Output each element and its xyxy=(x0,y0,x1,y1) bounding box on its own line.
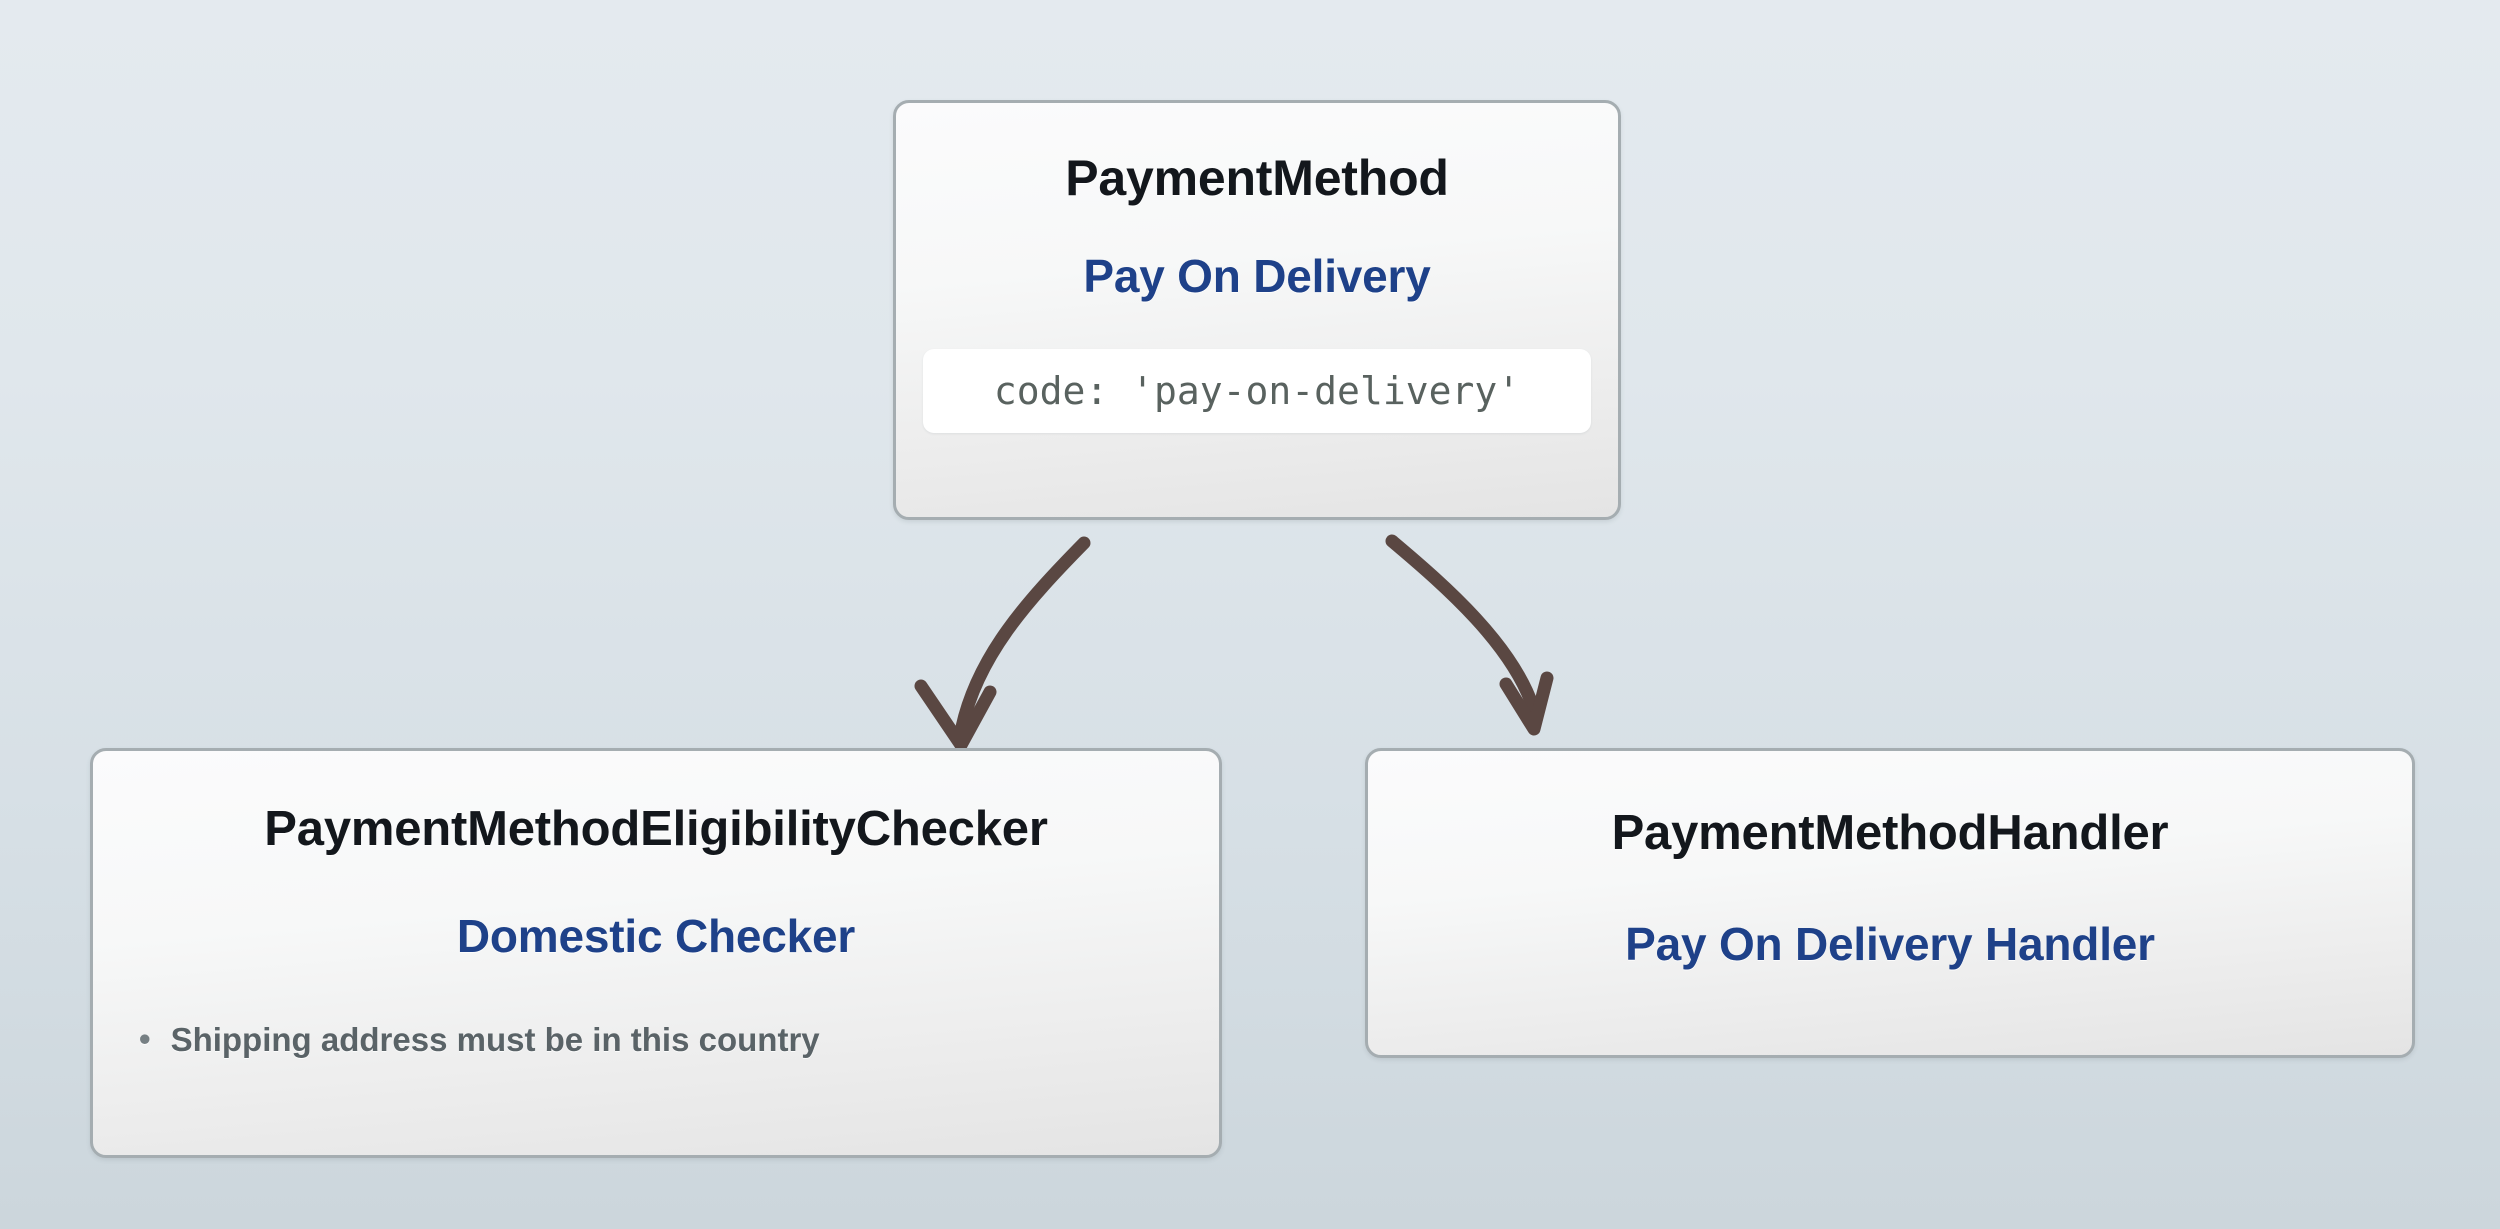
node-subtitle: Pay On Delivery xyxy=(1083,250,1431,302)
node-code-chip: code: 'pay-on-delivery' xyxy=(923,349,1591,433)
rule-text: Shipping address must be in this country xyxy=(170,1021,820,1058)
node-eligibility-checker[interactable]: PaymentMethodEligibilityChecker Domestic… xyxy=(90,748,1222,1158)
node-subtitle: Domestic Checker xyxy=(456,910,856,962)
node-title: PaymentMethodEligibilityChecker xyxy=(264,802,1048,856)
node-title: PaymentMethod xyxy=(1065,150,1449,206)
node-payment-method[interactable]: PaymentMethod Pay On Delivery code: 'pay… xyxy=(893,100,1621,520)
arrow-to-handler xyxy=(1385,534,1554,736)
list-item: • Shipping address must be in this count… xyxy=(139,1021,1185,1059)
bullet-icon: • xyxy=(139,1020,151,1057)
node-rule-list: • Shipping address must be in this count… xyxy=(127,1021,1185,1059)
arrow-to-eligibility-checker xyxy=(914,536,1091,752)
node-subtitle: Pay On Delivery Handler xyxy=(1625,918,2155,970)
node-title: PaymentMethodHandler xyxy=(1611,806,2169,860)
node-handler[interactable]: PaymentMethodHandler Pay On Delivery Han… xyxy=(1365,748,2415,1058)
